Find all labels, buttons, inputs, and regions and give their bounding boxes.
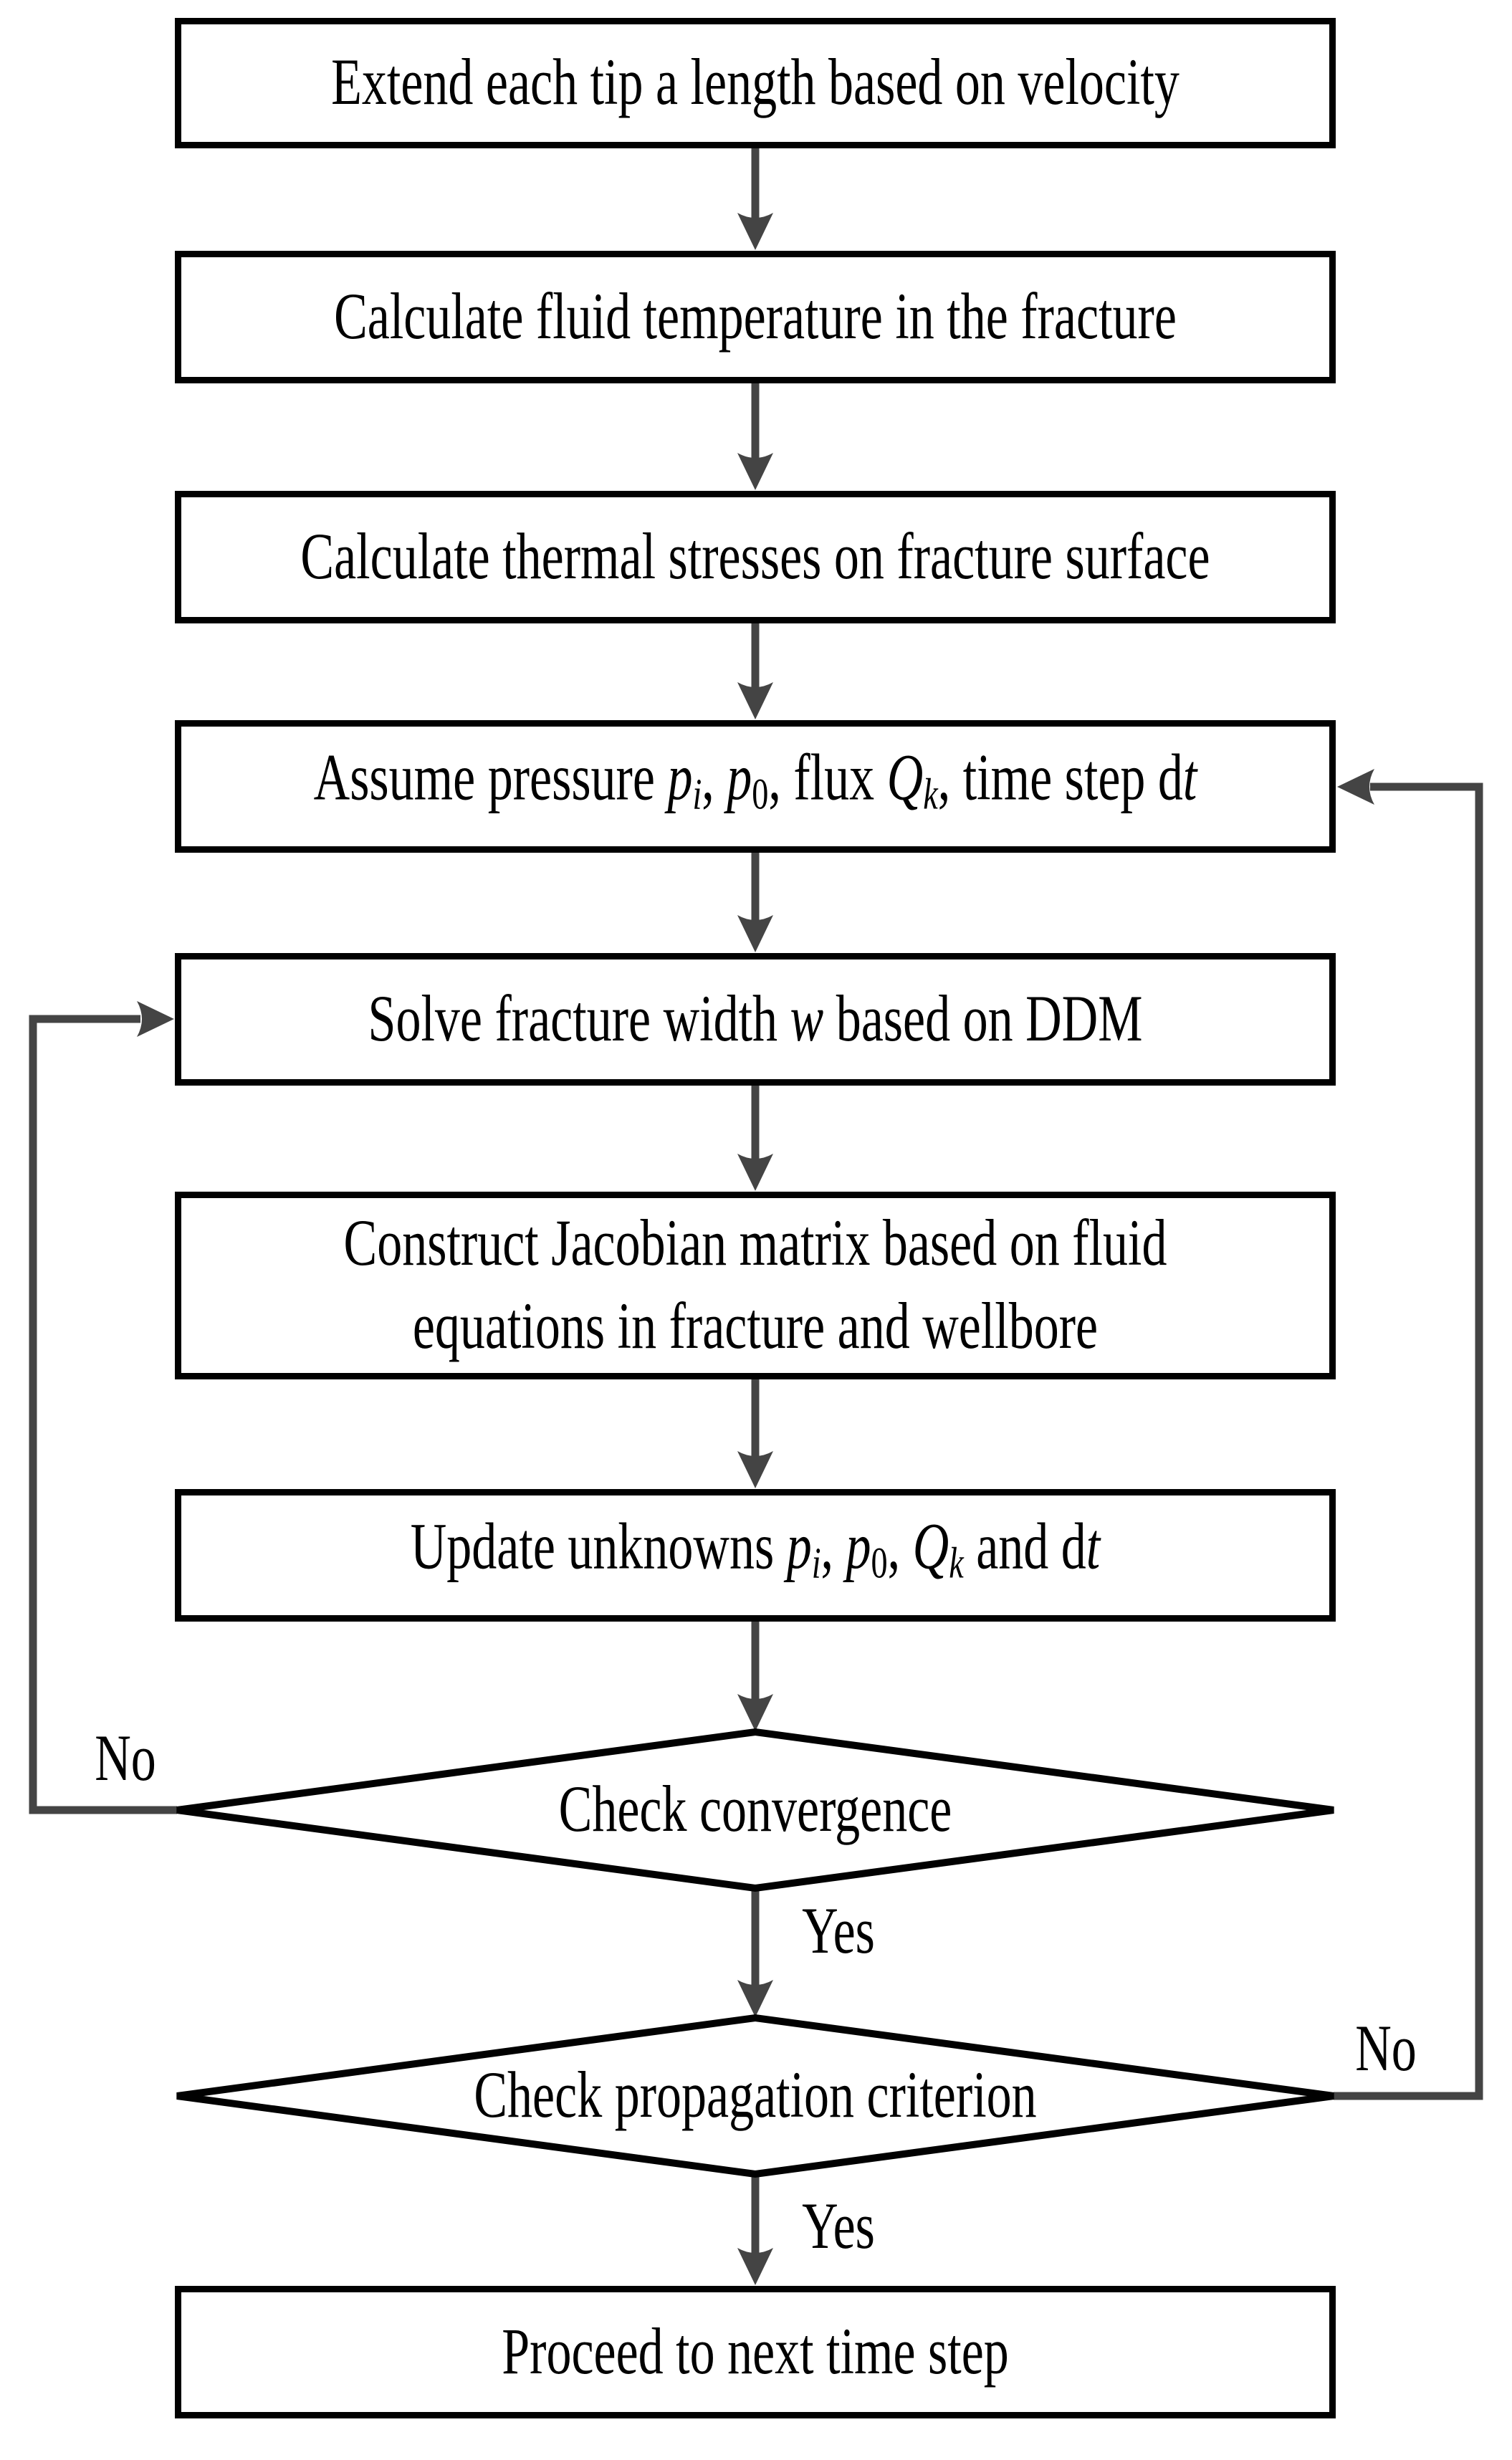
step-solve-width: Solve fracture width w based on DDM <box>175 953 1336 1086</box>
step-thermal-stresses-label: Calculate thermal stresses on fracture s… <box>300 520 1210 593</box>
decision-shapes <box>176 1728 1334 2178</box>
arrow-shafts <box>29 148 1483 2256</box>
arrowhead-down <box>737 453 773 490</box>
arrowhead-down <box>737 682 773 719</box>
step-assume-pressure: Assume pressure pi, p0, flux Qk, time st… <box>175 720 1336 853</box>
arrowhead-down <box>737 915 773 952</box>
step-proceed-next-label: Proceed to next time step <box>502 2315 1009 2388</box>
step-fluid-temperature: Calculate fluid temperature in the fract… <box>175 251 1336 383</box>
arrowhead-down <box>737 2248 773 2285</box>
arrowhead-down <box>737 1694 773 1731</box>
arrowhead-down <box>737 1980 773 2017</box>
step-solve-width-label: Solve fracture width w based on DDM <box>368 982 1143 1056</box>
step-thermal-stresses: Calculate thermal stresses on fracture s… <box>175 491 1336 623</box>
label-convergence-no: No <box>95 1722 156 1796</box>
arrow-heads <box>137 213 1374 2285</box>
diamond-check-propagation <box>176 2014 1334 2178</box>
loop-propagation-no <box>1334 782 1483 2100</box>
arrowhead-right <box>137 1001 174 1037</box>
arrowhead-down <box>737 213 773 250</box>
decision-check-propagation: Check propagation criterion <box>254 2039 1257 2153</box>
label-propagation-no: No <box>1355 2012 1417 2086</box>
step-fluid-temperature-label: Calculate fluid temperature in the fract… <box>334 280 1177 353</box>
decision-check-propagation-label: Check propagation criterion <box>474 2059 1037 2133</box>
step-proceed-next: Proceed to next time step <box>175 2286 1336 2418</box>
decision-check-convergence: Check convergence <box>254 1753 1257 1867</box>
label-propagation-yes: Yes <box>802 2190 875 2264</box>
step-jacobian: Construct Jacobian matrix based on fluid… <box>175 1192 1336 1379</box>
step-update-unknowns: Update unknowns pi, p0, Qk and dt <box>175 1489 1336 1622</box>
step-jacobian-label: Construct Jacobian matrix based on fluid… <box>343 1207 1167 1364</box>
label-convergence-yes: Yes <box>802 1895 875 1968</box>
step-extend-tip-label: Extend each tip a length based on veloci… <box>331 46 1180 120</box>
step-assume-pressure-label: Assume pressure pi, p0, flux Qk, time st… <box>313 741 1197 818</box>
arrowhead-down <box>737 1154 773 1191</box>
decision-check-convergence-label: Check convergence <box>558 1773 952 1847</box>
arrowhead-left <box>1337 769 1374 805</box>
step-update-unknowns-label: Update unknowns pi, p0, Qk and dt <box>410 1510 1101 1587</box>
diamond-check-convergence <box>176 1728 1334 1892</box>
loop-convergence-no <box>29 1015 177 1814</box>
arrowhead-down <box>737 1451 773 1488</box>
step-extend-tip: Extend each tip a length based on veloci… <box>175 18 1336 148</box>
